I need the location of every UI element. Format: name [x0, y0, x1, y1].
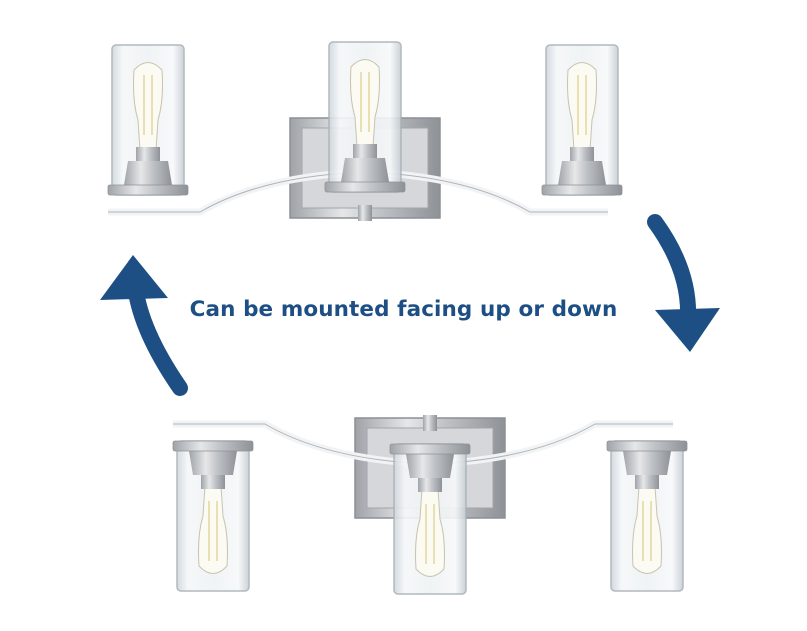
fixture-facing-down — [173, 415, 687, 594]
arrow-up-icon — [100, 255, 188, 396]
arrow-down-icon — [647, 214, 720, 352]
mounting-caption: Can be mounted facing up or down — [189, 297, 618, 322]
fixture-facing-up — [108, 42, 622, 221]
